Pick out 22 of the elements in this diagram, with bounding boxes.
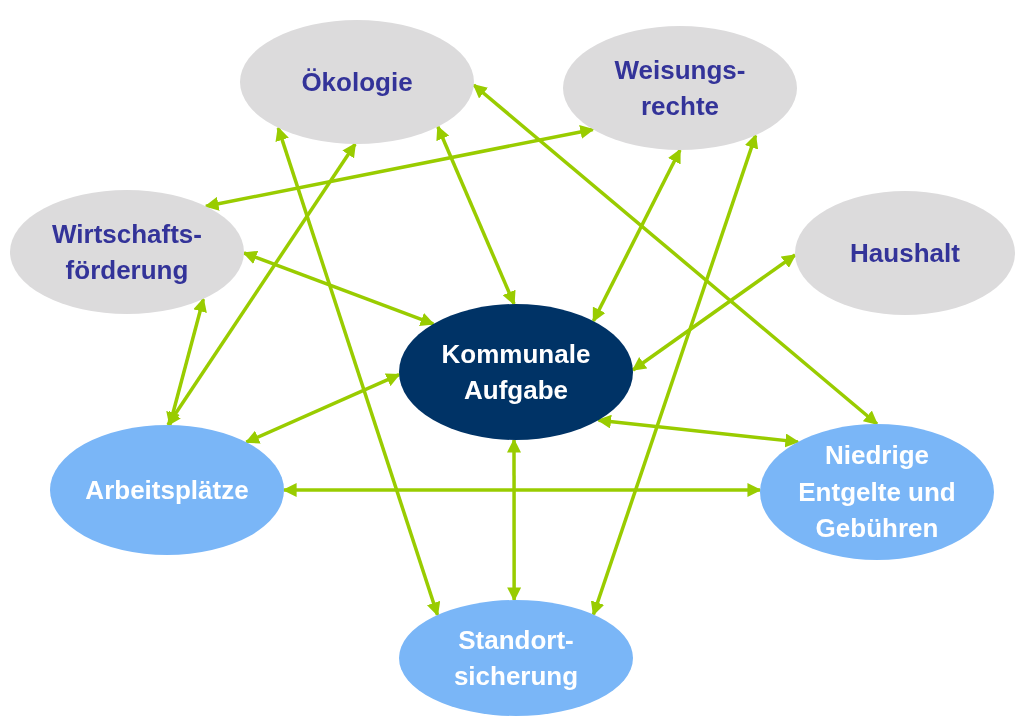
- node-label: Wirtschafts- förderung: [51, 217, 203, 287]
- double-arrow: [436, 125, 516, 306]
- double-arrow: [242, 250, 435, 327]
- double-arrow: [166, 142, 357, 427]
- node-label: Haushalt: [850, 236, 960, 270]
- node-label: Weisungs- rechte: [613, 53, 747, 123]
- node-label: Kommunale Aufgabe: [440, 337, 592, 407]
- double-arrow: [507, 438, 522, 602]
- double-arrow: [590, 134, 759, 616]
- node-label: Niedrige Entgelte und Gebühren: [797, 439, 957, 546]
- double-arrow: [166, 297, 207, 427]
- double-arrow: [275, 126, 441, 617]
- double-arrow: [472, 83, 879, 426]
- double-arrow: [282, 483, 762, 497]
- double-arrow: [631, 253, 797, 372]
- node-label: Arbeitsplätze: [85, 473, 249, 507]
- double-arrow: [591, 148, 682, 323]
- node-label: Ökologie: [301, 65, 413, 99]
- double-arrow: [245, 373, 401, 444]
- node-label: Standort- sicherung: [452, 623, 580, 693]
- double-arrow: [597, 414, 800, 448]
- double-arrow: [204, 125, 595, 211]
